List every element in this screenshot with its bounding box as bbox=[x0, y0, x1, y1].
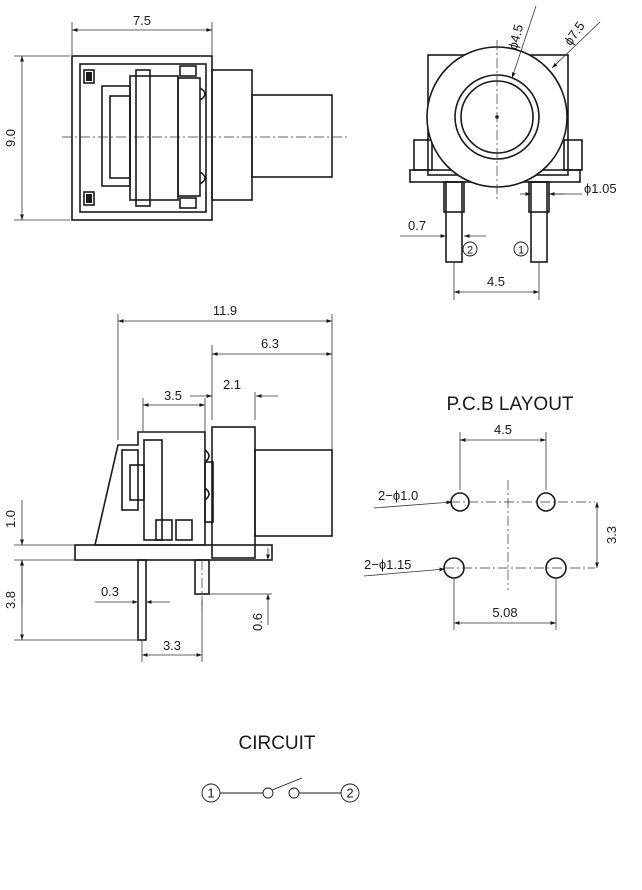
front-inner-circle bbox=[454, 74, 540, 160]
pcb-bottom-pitch-dim: 5.08 bbox=[492, 605, 517, 620]
side-body-width-dim: 3.5 bbox=[164, 388, 182, 403]
side-view: 11.9 6.3 3.5 2.1 bbox=[3, 303, 333, 662]
pcb-top-pitch-dim: 4.5 bbox=[494, 422, 512, 437]
circuit-terminal-2-marker bbox=[340, 783, 360, 803]
pin-2-label: 2 bbox=[467, 245, 473, 257]
circuit-terminal-1: 1 bbox=[207, 786, 214, 801]
side-base bbox=[74, 544, 273, 561]
front-view: ϕ4.5 ϕ7.5 ϕ1.05 0.7 2 1 4.5 bbox=[400, 5, 617, 300]
pcb-small-holes-dim: 2−ϕ1.0 bbox=[378, 488, 418, 503]
side-pin-offset-dim: 3.3 bbox=[163, 638, 181, 653]
side-pin-length-dim: 3.8 bbox=[3, 591, 18, 609]
front-pin-2 bbox=[445, 181, 463, 263]
side-base-height-dim: 1.0 bbox=[3, 510, 18, 528]
side-boss-height-dim: 0.6 bbox=[250, 613, 265, 631]
front-pin-1 bbox=[530, 181, 548, 263]
pin-2-marker bbox=[462, 241, 478, 257]
top-width-dim: 7.5 bbox=[133, 13, 151, 28]
front-pin-pitch-dim: 4.5 bbox=[487, 274, 505, 289]
side-total-length-dim: 11.9 bbox=[213, 303, 237, 318]
circuit: CIRCUIT 1 2 bbox=[201, 733, 360, 803]
top-actuator bbox=[251, 94, 333, 178]
side-pin bbox=[137, 559, 147, 641]
front-pin-width-dim: 0.7 bbox=[408, 218, 426, 233]
side-flange bbox=[211, 426, 256, 559]
top-flange bbox=[211, 69, 253, 201]
side-flange-dim: 2.1 bbox=[223, 377, 241, 392]
circuit-terminal-2: 2 bbox=[346, 786, 353, 801]
side-actuator-length-dim: 6.3 bbox=[261, 336, 279, 351]
front-inner-dia-dim: ϕ4.5 bbox=[505, 23, 526, 51]
pcb-row-spacing-dim: 3.3 bbox=[604, 526, 619, 544]
side-body bbox=[93, 431, 206, 546]
circuit-title: CIRCUIT bbox=[238, 733, 315, 754]
top-view: 7.5 9.0 bbox=[3, 13, 348, 221]
switch-lever bbox=[271, 777, 303, 791]
side-actuator bbox=[254, 449, 333, 537]
pin-1-marker bbox=[513, 241, 529, 257]
pin-1-label: 1 bbox=[518, 245, 524, 257]
front-outer-dia-dim: ϕ7.5 bbox=[561, 19, 588, 48]
pcb-layout-title: P.C.B LAYOUT bbox=[446, 394, 573, 415]
side-pin-thickness-dim: 0.3 bbox=[101, 584, 119, 599]
front-pin-dia-dim: ϕ1.05 bbox=[584, 181, 617, 196]
pcb-layout: P.C.B LAYOUT 4.5 2−ϕ1.0 2−ϕ1.15 3.3 5.08 bbox=[363, 394, 619, 630]
pcb-large-holes-dim: 2−ϕ1.15 bbox=[364, 557, 411, 572]
top-height-dim: 9.0 bbox=[3, 129, 18, 147]
